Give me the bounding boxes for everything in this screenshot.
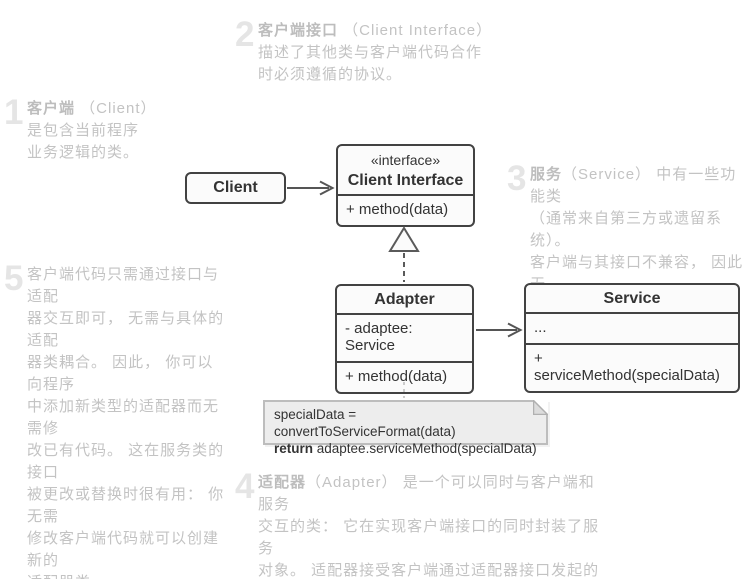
annotation-body: 客户端代码只需通过接口与适配 器交互即可， 无需与具体的适配 器类耦合。 因此，…: [27, 266, 225, 579]
annotation-body: 描述了其他类与客户端代码合作 时必须遵循的协议。: [258, 44, 483, 83]
annotation-number: 2: [235, 15, 255, 54]
annotation-5-benefit: 5 客户端代码只需通过接口与适配 器交互即可， 无需与具体的适配 器类耦合。 因…: [4, 259, 229, 579]
realization-arrow: [388, 226, 420, 282]
adapter-class-box: Adapter - adaptee: Service + method(data…: [335, 284, 474, 394]
method-row: + serviceMethod(specialData): [526, 343, 738, 391]
stereotype-label: «interface»: [370, 152, 441, 168]
class-name: Service: [603, 290, 661, 307]
annotation-number: 5: [4, 259, 24, 298]
code-line-2: return adaptee.serviceMethod(specialData…: [274, 441, 537, 456]
annotation-title: 适配器（Adapter） 是一个可以同时与客户端和服务: [258, 474, 595, 513]
class-name: Client: [213, 179, 258, 196]
method-row: + method(data): [337, 361, 472, 392]
annotation-4-adapter: 4 适配器（Adapter） 是一个可以同时与客户端和服务 交互的类： 它在实现…: [235, 467, 600, 579]
adapter-service-association-arrow: [476, 322, 523, 338]
annotation-number: 4: [235, 467, 255, 506]
service-class-box: Service ... + serviceMethod(specialData): [524, 283, 740, 393]
class-name: Client Interface: [347, 172, 464, 189]
client-association-arrow: [287, 180, 335, 196]
field-row: ...: [526, 312, 738, 343]
client-interface-box: «interface» Client Interface + method(da…: [336, 144, 475, 227]
field-row: - adaptee: Service: [337, 313, 472, 361]
annotation-1-client: 1 客户端 （Client） 是包含当前程序 业务逻辑的类。: [4, 93, 174, 164]
code-note: specialData = convertToServiceFormat(dat…: [263, 400, 548, 456]
code-line-1: specialData = convertToServiceFormat(dat…: [274, 407, 456, 439]
annotation-2-client-interface: 2 客户端接口 （Client Interface） 描述了其他类与客户端代码合…: [235, 15, 505, 86]
class-name: Adapter: [374, 291, 435, 308]
annotation-number: 3: [507, 159, 527, 198]
annotation-number: 1: [4, 93, 24, 132]
annotation-body: 是包含当前程序 业务逻辑的类。: [27, 122, 140, 161]
annotation-body: 交互的类： 它在实现客户端接口的同时封装了服务 对象。 适配器接受客户端通过适配…: [258, 518, 600, 579]
annotation-title: 服务（Service） 中有一些功能类: [530, 166, 737, 205]
annotation-title: 客户端接口 （Client Interface）: [258, 22, 493, 39]
method-row: + method(data): [338, 194, 473, 225]
note-fold-icon: [533, 400, 548, 415]
client-class-box: Client: [185, 172, 286, 204]
annotation-title: 客户端 （Client）: [27, 100, 157, 117]
